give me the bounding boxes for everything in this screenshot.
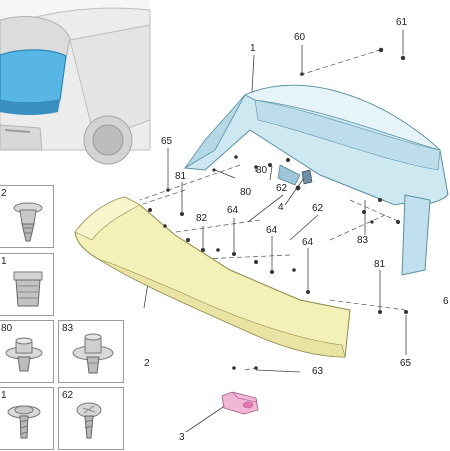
rear-spoiler-part-1	[184, 84, 449, 276]
vehicle-context-image	[0, 0, 151, 165]
fastener-panel-1-lower: 1	[0, 387, 54, 450]
self-tapping-screw-icon	[76, 402, 102, 439]
callout-part-6: 6	[443, 296, 449, 307]
callout-part-80-upper: 80	[256, 165, 268, 176]
callout-part-64-middle: 64	[266, 225, 278, 236]
callout-part-83: 83	[357, 235, 369, 246]
fastener-panel-label: 1	[1, 390, 7, 401]
callout-part-65-left: 65	[161, 136, 173, 147]
fastener-panel-label: 62	[62, 390, 74, 401]
fastener-panel-62: 62	[58, 387, 124, 450]
fastener-panel-80: 80	[0, 320, 54, 383]
fastener-panel-2: 2	[0, 185, 54, 248]
mounting-bracket-part-3	[221, 391, 259, 415]
callout-part-65-right: 65	[400, 358, 412, 369]
clip-part-4	[295, 169, 313, 191]
callout-part-81-right: 81	[374, 259, 386, 270]
callout-part-62-lower: 62	[312, 203, 324, 214]
fastener-panel-label: 80	[1, 323, 13, 334]
fastener-dots	[148, 47, 408, 370]
callout-part-1: 1	[250, 43, 256, 54]
callout-part-82: 82	[196, 213, 208, 224]
callout-part-81-left: 81	[175, 171, 187, 182]
callout-part-64-left: 64	[227, 205, 239, 216]
callout-part-4: 4	[278, 202, 284, 213]
callout-part-60: 60	[294, 32, 306, 43]
expansion-nut-icon	[13, 271, 43, 307]
fastener-panel-label: 83	[62, 323, 74, 334]
flange-screw-icon	[7, 405, 41, 439]
callout-part-2: 2	[144, 358, 150, 369]
grommet-clip-icon	[72, 333, 114, 374]
spoiler-lip-part-2	[74, 196, 351, 358]
fastener-panel-label: 2	[1, 188, 7, 199]
callout-part-62-upper: 62	[276, 183, 288, 194]
fastener-panel-label: 1	[1, 256, 7, 267]
callout-part-3: 3	[179, 432, 185, 443]
rivet-clip-icon	[5, 337, 43, 372]
callout-part-80-lower: 80	[240, 187, 252, 198]
highlighted-spoiler	[0, 49, 67, 104]
callout-part-61: 61	[396, 17, 408, 28]
fastener-panel-1-upper: 1	[0, 253, 54, 316]
callout-part-63: 63	[312, 366, 324, 377]
callout-part-64-right: 64	[302, 237, 314, 248]
fastener-panel-83: 83	[58, 320, 124, 383]
push-clip-icon	[13, 202, 43, 242]
